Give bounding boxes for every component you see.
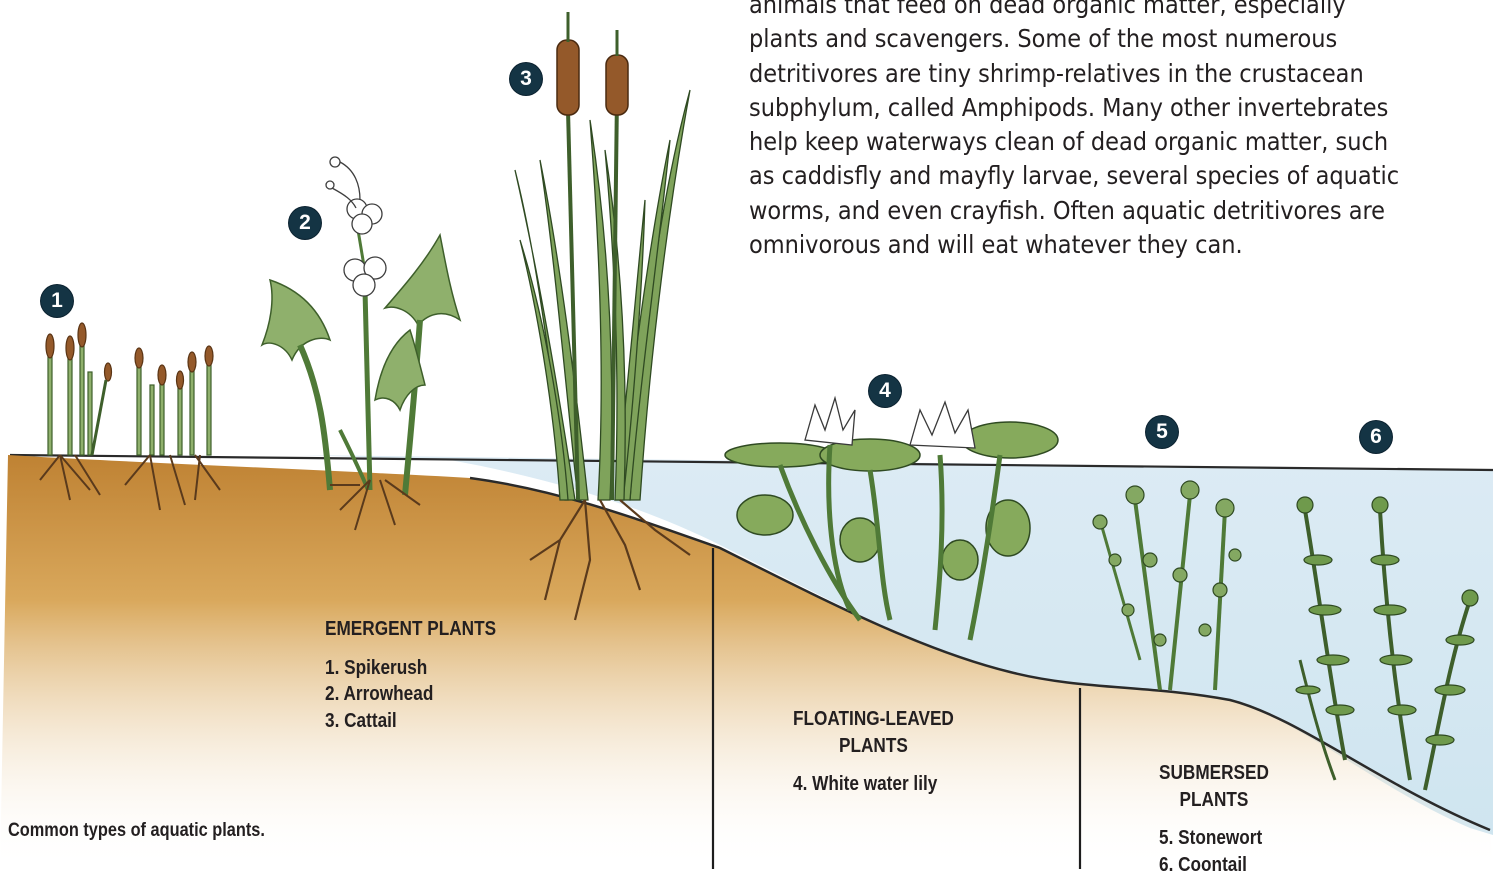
paragraph-line: plants and scavengers. Some of the most …: [749, 22, 1449, 56]
floating-leaved-plants-label: FLOATING-LEAVED PLANTS 4. White water li…: [793, 706, 954, 798]
cattail-plant: [515, 90, 690, 500]
submersed-list: 5. Stonewort 6. Coontail: [1159, 825, 1269, 878]
emergent-plants-list: 1. Spikerush 2. Arrowhead 3. Cattail: [325, 655, 496, 735]
paragraph-line: detritivores are tiny shrimp-relatives i…: [749, 57, 1449, 91]
paragraph-line: subphylum, called Amphipods. Many other …: [749, 91, 1449, 125]
submersed-title-line2: PLANTS: [1159, 787, 1269, 814]
spikerush-plant: [46, 323, 213, 455]
floating-leaved-title-line2: PLANTS: [793, 733, 954, 760]
marker-3: 3: [510, 63, 542, 95]
list-item: 4. White water lily: [793, 771, 954, 798]
submersed-title: SUBMERSED: [1159, 760, 1269, 787]
list-item: 5. Stonewort: [1159, 825, 1269, 852]
paragraph-line: omnivorous and will eat whatever they ca…: [749, 228, 1449, 262]
marker-5: 5: [1146, 416, 1178, 448]
list-item: 3. Cattail: [325, 708, 496, 735]
marker-1: 1: [41, 285, 73, 317]
list-item: 6. Coontail: [1159, 852, 1269, 878]
paragraph-line: animals that feed on dead organic matter…: [749, 0, 1449, 22]
floating-leaved-title: FLOATING-LEAVED: [793, 706, 954, 733]
marker-4: 4: [869, 375, 901, 407]
emergent-plants-label: EMERGENT PLANTS 1. Spikerush 2. Arrowhea…: [325, 616, 496, 734]
marker-6: 6: [1360, 421, 1392, 453]
submersed-plants-label: SUBMERSED PLANTS 5. Stonewort 6. Coontai…: [1159, 760, 1269, 878]
cattail-heads: [557, 12, 628, 115]
figure-caption: Common types of aquatic plants.: [8, 820, 265, 842]
paragraph-line: help keep waterways clean of dead organi…: [749, 125, 1449, 159]
body-paragraph: animals that feed on dead organic matter…: [749, 0, 1449, 262]
emergent-plants-title: EMERGENT PLANTS: [325, 616, 496, 643]
paragraph-line: worms, and even crayfish. Often aquatic …: [749, 194, 1449, 228]
list-item: 2. Arrowhead: [325, 681, 496, 708]
paragraph-line: as caddisfly and mayfly larvae, several …: [749, 159, 1449, 193]
marker-2: 2: [289, 207, 321, 239]
floating-leaved-list: 4. White water lily: [793, 771, 954, 798]
list-item: 1. Spikerush: [325, 655, 496, 682]
arrowhead-flowers: [326, 157, 386, 296]
